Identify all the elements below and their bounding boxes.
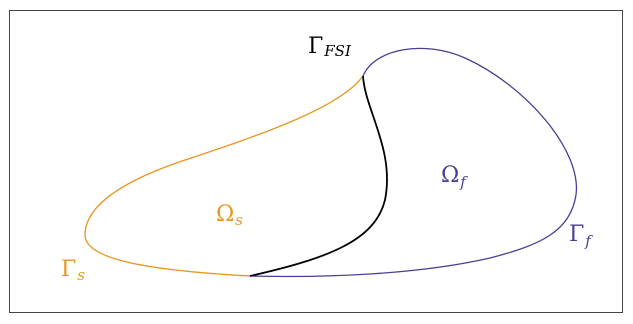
diagram-frame <box>9 10 623 313</box>
gamma-fsi-label: ΓFSI <box>308 34 352 60</box>
omega-s-label: Ωs <box>216 202 243 229</box>
gamma-s-label: Γs <box>61 257 85 284</box>
omega-f-label: Ωf <box>441 163 468 191</box>
fsi-interface-curve <box>249 75 388 277</box>
fluid-boundary-curve <box>249 47 578 278</box>
solid-boundary-curve <box>84 75 364 277</box>
gamma-f-label: Γf <box>569 222 593 250</box>
